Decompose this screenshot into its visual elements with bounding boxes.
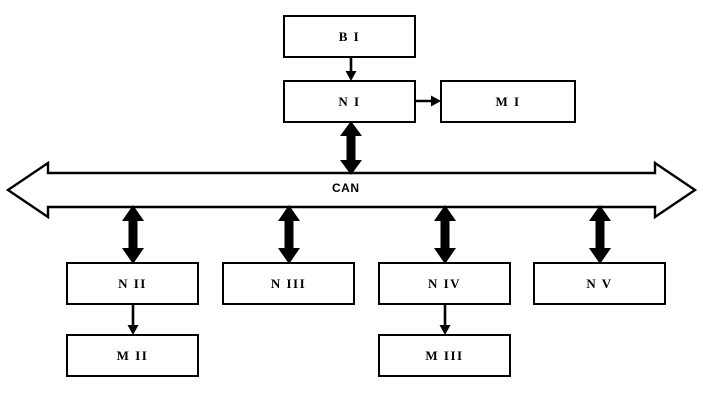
connector-bus-to-n5	[589, 205, 611, 264]
connector-n4-to-m3	[439, 303, 451, 335]
node-label-n3: N III	[270, 276, 307, 291]
connector-bus-to-n4	[434, 205, 456, 264]
node-label-n1: N I	[338, 94, 361, 109]
node-label-m3: M III	[425, 348, 464, 363]
node-label-m2: M II	[116, 348, 149, 363]
node-label-b1: B I	[338, 29, 361, 44]
can-bus-label: CAN	[332, 181, 360, 195]
node-label-n2: N II	[118, 276, 147, 291]
connector-n1-to-bus	[340, 121, 362, 175]
node-box-m2: M II	[66, 334, 199, 377]
node-box-b1: B I	[283, 15, 416, 58]
node-label-m1: M I	[495, 94, 521, 109]
node-box-n4: N IV	[378, 262, 511, 305]
connector-bus-to-n2	[122, 205, 144, 264]
node-box-n1: N I	[283, 80, 416, 123]
node-box-m1: M I	[440, 80, 576, 123]
connector-n1-to-m1	[414, 95, 441, 107]
node-label-n5: N V	[586, 276, 613, 291]
node-box-n3: N III	[222, 262, 355, 305]
node-box-m3: M III	[378, 334, 511, 377]
connector-b1-to-n1	[345, 56, 357, 81]
connector-n2-to-m2	[127, 303, 139, 335]
node-label-n4: N IV	[427, 276, 462, 291]
connector-bus-to-n3	[278, 205, 300, 264]
